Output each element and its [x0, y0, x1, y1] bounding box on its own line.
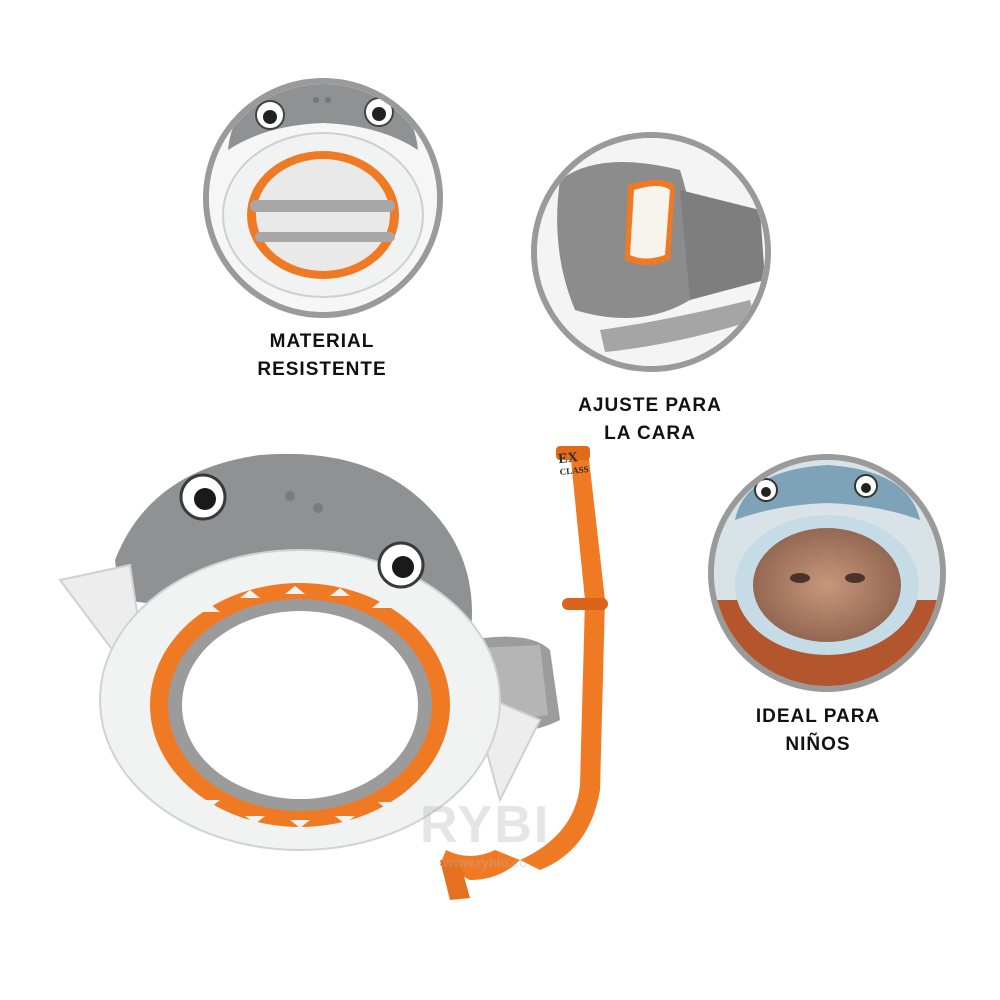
feature-line2: NIÑOS — [785, 734, 851, 755]
feature-label-material: MATERIAL RESISTENTE — [222, 328, 422, 384]
watermark: RYBI www.rybiu.co — [420, 795, 550, 870]
snorkel-print: EX CLASS — [558, 450, 600, 478]
watermark-url: www.rybiu.co — [443, 855, 528, 870]
feature-line2: RESISTENTE — [257, 359, 387, 380]
watermark-brand: RYBI — [420, 796, 551, 854]
feature-line1: AJUSTE PARA — [578, 395, 722, 416]
detail-circle-child-view — [708, 454, 946, 692]
feature-label-kids: IDEAL PARA NIÑOS — [718, 703, 918, 759]
feature-label-fit: AJUSTE PARA LA CARA — [540, 392, 760, 448]
detail-circle-front-view — [203, 78, 443, 318]
feature-line1: MATERIAL — [269, 331, 375, 352]
shark-mask-product — [58, 453, 560, 851]
detail-circle-fit-view — [531, 132, 771, 372]
feature-line1: IDEAL PARA — [755, 706, 881, 727]
snorkel-product — [440, 446, 608, 900]
feature-line2: LA CARA — [604, 423, 696, 444]
